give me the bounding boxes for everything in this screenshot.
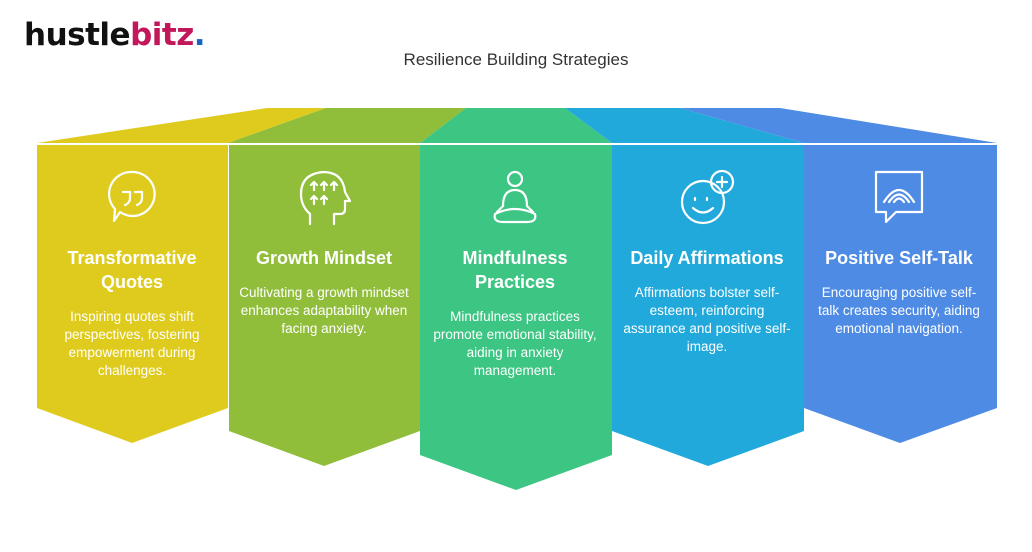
card-text: Inspiring quotes shift perspectives, fos…	[64, 309, 200, 378]
card-text: Cultivating a growth mindset enhances ad…	[239, 285, 409, 336]
card-daily-affirmations: Daily Affirmations Affirmations bolster …	[612, 168, 802, 356]
card-growth-mindset: Growth Mindset Cultivating a growth mind…	[229, 168, 419, 338]
card-text: Mindfulness practices promote emotional …	[433, 309, 597, 378]
card-heading: Growth Mindset	[256, 248, 392, 268]
speech-waves-icon	[874, 170, 924, 224]
card-text: Encouraging positive self-talk creates s…	[818, 285, 980, 336]
column-blue	[612, 145, 804, 466]
card-heading: Daily Affirmations	[630, 248, 784, 268]
top-band-blue	[565, 108, 804, 143]
card-heading: Positive Self-Talk	[825, 248, 973, 268]
card-transformative-quotes: Transformative Quotes Inspiring quotes s…	[37, 168, 227, 380]
card-positive-self-talk: Positive Self-Talk Encouraging positive …	[804, 168, 994, 338]
top-band-teal	[420, 108, 612, 143]
brand-logo: hustlebitz.	[24, 17, 206, 53]
column-yellow	[37, 145, 228, 443]
quote-bubble-icon	[108, 170, 156, 223]
smile-plus-icon	[680, 169, 735, 225]
column-green	[229, 145, 420, 466]
head-arrows-icon	[299, 170, 352, 226]
column-teal	[420, 145, 612, 490]
top-band-yellow	[37, 108, 326, 143]
card-heading: Transformative Quotes	[67, 248, 197, 292]
card-mindfulness-practices: Mindfulness Practices Mindfulness practi…	[420, 168, 610, 380]
page-title: Resilience Building Strategies	[403, 50, 629, 69]
column-royal	[804, 145, 997, 443]
card-text: Affirmations bolster self-esteem, reinfo…	[623, 285, 791, 354]
card-heading: Mindfulness Practices	[462, 248, 568, 292]
meditation-icon	[493, 170, 537, 224]
top-band-royal	[680, 108, 997, 143]
top-band-green	[228, 108, 466, 143]
